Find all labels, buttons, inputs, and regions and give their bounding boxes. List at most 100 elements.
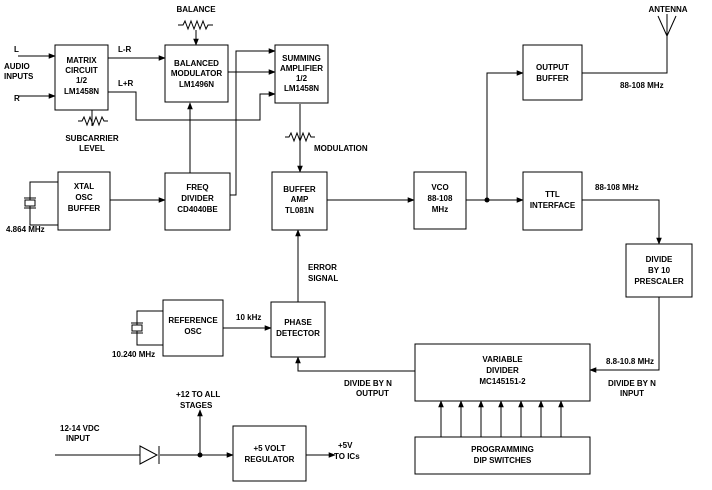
freq-divider-block: FREQ DIVIDER CD4040BE xyxy=(164,172,231,231)
programming-dip-switches-block: PROGRAMMING DIP SWITCHES xyxy=(414,436,591,475)
modulator-line-3: LM1496N xyxy=(179,80,214,89)
wire-ttl-to-prescaler xyxy=(582,199,662,245)
variable-divider-line-1: VARIABLE xyxy=(482,355,523,364)
signal-wires xyxy=(18,30,668,458)
wire-to-antenna xyxy=(582,36,668,74)
divide-by-n-input-2: INPUT xyxy=(620,389,644,398)
audio-inputs-label-2: INPUTS xyxy=(4,72,34,81)
wire-l-plus-r xyxy=(108,91,276,121)
modulator-line-2: MODULATOR xyxy=(171,69,222,78)
reference-osc-block: REFERENCE OSC xyxy=(162,299,224,357)
phase-detector-block: PHASE DETECTOR xyxy=(270,301,326,358)
balanced-modulator-block: BALANCED MODULATOR LM1496N xyxy=(164,44,229,103)
summing-amplifier-block: SUMMING AMPLIFIER 1/2 LM1458N xyxy=(274,44,329,104)
xtal-line-3: BUFFER xyxy=(68,204,101,213)
matrix-line-2: CIRCUIT xyxy=(65,66,98,75)
xtal-crystal-icon xyxy=(24,197,36,209)
to-all-stages-2: STAGES xyxy=(180,401,213,410)
variable-divider-line-2: DIVIDER xyxy=(486,366,519,375)
junction-dot xyxy=(484,197,490,203)
variable-divider-line-3: MC145151-2 xyxy=(479,377,526,386)
ttl-freq-label: 88-108 MHz xyxy=(595,183,639,192)
subcarrier-label-1: SUBCARRIER xyxy=(65,134,119,143)
junction-dot xyxy=(197,452,203,458)
divide-by-n-output-2: OUTPUT xyxy=(356,389,389,398)
xtal-line-1: XTAL xyxy=(74,182,94,191)
supply-input-1: 12-14 VDC xyxy=(60,424,100,433)
modulation-label: MODULATION xyxy=(314,144,368,153)
phase-line-2: DETECTOR xyxy=(276,329,320,338)
matrix-line-4: LM1458N xyxy=(64,87,99,96)
divide-by-n-input-1: DIVIDE BY N xyxy=(608,379,656,388)
buffer-amp-line-3: TL081N xyxy=(285,206,314,215)
left-input-label: L xyxy=(14,45,19,54)
supply-input-2: INPUT xyxy=(66,434,90,443)
ten-khz-label: 10 kHz xyxy=(236,313,261,322)
error-signal-label-1: ERROR xyxy=(308,263,337,272)
l-plus-r-label: L+R xyxy=(118,79,134,88)
ref-crystal-icon xyxy=(131,322,143,334)
matrix-circuit-block: MATRIX CIRCUIT 1/2 LM1458N xyxy=(54,44,109,111)
diode-icon xyxy=(139,445,160,465)
summing-line-3: 1/2 xyxy=(296,74,308,83)
summing-line-4: LM1458N xyxy=(284,84,319,93)
modulator-line-1: BALANCED xyxy=(174,59,219,68)
antenna-icon xyxy=(657,14,677,37)
prescaler-line-1: DIVIDE xyxy=(646,255,673,264)
prescaled-freq-label: 8.8-10.8 MHz xyxy=(606,357,654,366)
plus5v-label-2: TO ICs xyxy=(334,452,360,461)
wire-divider-to-summing xyxy=(230,48,276,196)
regulator-line-1: +5 VOLT xyxy=(253,444,285,453)
buffer-amp-block: BUFFER AMP TL081N xyxy=(271,171,328,231)
five-volt-regulator-block: +5 VOLT REGULATOR xyxy=(232,425,307,482)
prescaler-line-2: BY 10 xyxy=(648,266,671,275)
prescaler-line-3: PRESCALER xyxy=(634,277,684,286)
freq-divider-line-2: DIVIDER xyxy=(181,194,214,203)
reference-line-1: REFERENCE xyxy=(168,316,218,325)
output-freq-label: 88-108 MHz xyxy=(620,81,664,90)
matrix-line-1: MATRIX xyxy=(66,56,97,65)
output-buffer-line-1: OUTPUT xyxy=(536,63,569,72)
reference-line-2: OSC xyxy=(184,327,202,336)
ttl-line-1: TTL xyxy=(545,190,560,199)
xtal-line-2: OSC xyxy=(75,193,93,202)
buffer-amp-line-2: AMP xyxy=(291,195,309,204)
summing-line-2: AMPLIFIER xyxy=(280,64,323,73)
subcarrier-label-2: LEVEL xyxy=(79,144,105,153)
programming-line-2: DIP SWITCHES xyxy=(474,456,532,465)
divide-by-10-prescaler-block: DIVIDE BY 10 PRESCALER xyxy=(625,243,693,298)
output-buffer-block: OUTPUT BUFFER xyxy=(522,44,583,101)
wire-divider-to-phase xyxy=(295,356,415,372)
xtal-osc-buffer-block: XTAL OSC BUFFER xyxy=(57,171,111,231)
summing-line-1: SUMMING xyxy=(282,54,321,63)
subcarrier-pot-icon xyxy=(78,115,108,127)
vco-line-2: 88-108 xyxy=(428,194,453,203)
antenna-label: ANTENNA xyxy=(648,5,687,14)
ref-freq-label: 10.240 MHz xyxy=(112,350,155,359)
vco-line-3: MHz xyxy=(432,205,448,214)
xtal-freq-label: 4.864 MHz xyxy=(6,225,45,234)
regulator-line-2: REGULATOR xyxy=(245,455,295,464)
buffer-amp-line-1: BUFFER xyxy=(283,185,316,194)
wire-to-output-buffer xyxy=(486,70,524,200)
output-buffer-line-2: BUFFER xyxy=(536,74,569,83)
vco-block: VCO 88-108 MHz xyxy=(413,171,467,230)
ttl-interface-block: TTL INTERFACE xyxy=(522,171,583,231)
dip-switch-lines xyxy=(438,400,564,437)
plus5v-label-1: +5V xyxy=(338,441,353,450)
variable-divider-block: VARIABLE DIVIDER MC145151-2 xyxy=(414,343,591,402)
phase-line-1: PHASE xyxy=(284,318,312,327)
programming-line-1: PROGRAMMING xyxy=(471,445,534,454)
l-minus-r-label: L-R xyxy=(118,45,132,54)
audio-inputs-label-1: AUDIO xyxy=(4,62,30,71)
balance-label: BALANCE xyxy=(176,5,216,14)
freq-divider-line-1: FREQ xyxy=(186,183,208,192)
matrix-line-3: 1/2 xyxy=(76,76,88,85)
to-all-stages-1: +12 TO ALL xyxy=(176,390,220,399)
balance-pot-icon xyxy=(178,19,213,31)
right-input-label: R xyxy=(14,94,20,103)
wire-prescaler-to-divider xyxy=(589,297,660,373)
freq-divider-line-3: CD4040BE xyxy=(177,205,218,214)
vco-line-1: VCO xyxy=(431,183,448,192)
